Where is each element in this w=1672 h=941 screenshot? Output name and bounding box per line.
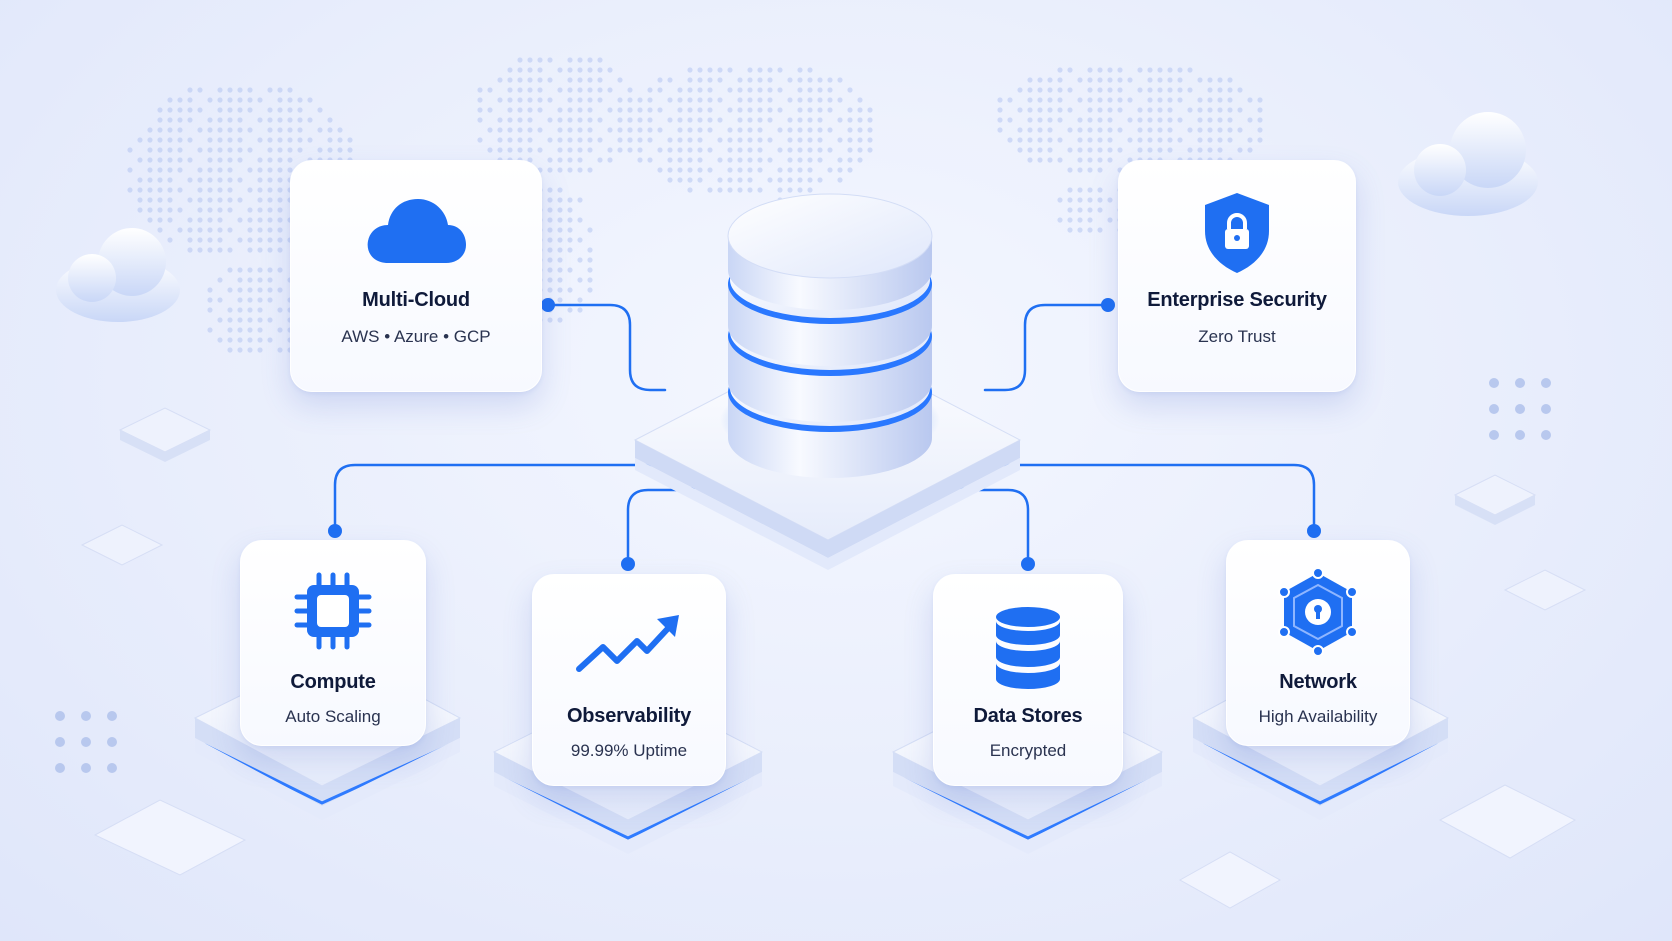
connector-multi-cloud: [546, 303, 667, 392]
node-title: Enterprise Security: [1147, 289, 1327, 311]
decor-cloud-right-icon: [1398, 112, 1538, 216]
cloud-icon: [367, 199, 466, 263]
database-icon: [996, 607, 1060, 689]
node-compute: Compute Auto Scaling: [240, 540, 426, 746]
node-enterprise-security: Enterprise Security Zero Trust: [1118, 160, 1356, 392]
node-title: Compute: [290, 671, 376, 693]
decor-tiles: [80, 407, 1587, 909]
shield-lock-icon: [1205, 193, 1269, 273]
connector-network: [958, 463, 1316, 532]
node-title: Observability: [566, 705, 692, 727]
node-subtitle: Zero Trust: [1198, 327, 1276, 346]
decor-dot-grid-left: [55, 711, 117, 773]
connector-enterprise-security: [983, 303, 1110, 392]
trend-up-icon: [576, 615, 679, 672]
node-subtitle: Encrypted: [989, 741, 1067, 760]
decor-cloud-left-icon: [56, 228, 180, 322]
node-subtitle: 99.99% Uptime: [570, 741, 688, 760]
node-title: Data Stores: [973, 705, 1083, 727]
node-data-stores: Data Stores Encrypted: [933, 574, 1123, 786]
node-network: Network High Availability: [1226, 540, 1410, 746]
connectors: [333, 303, 1316, 565]
decor-dot-grid-right: [1489, 378, 1551, 440]
database-stack-icon: [720, 193, 940, 478]
node-observability: Observability 99.99% Uptime: [532, 574, 726, 786]
node-multi-cloud: Multi-Cloud AWS • Azure • GCP: [290, 160, 542, 392]
connector-compute: [333, 463, 692, 532]
node-subtitle: AWS • Azure • GCP: [341, 327, 491, 346]
node-title: Multi-Cloud: [362, 289, 470, 311]
node-title: Network: [1279, 671, 1357, 693]
network-hexagon-lock-icon: [1278, 569, 1358, 655]
node-subtitle: High Availability: [1258, 707, 1378, 726]
node-subtitle: Auto Scaling: [285, 707, 381, 726]
cpu-chip-icon: [294, 572, 372, 650]
